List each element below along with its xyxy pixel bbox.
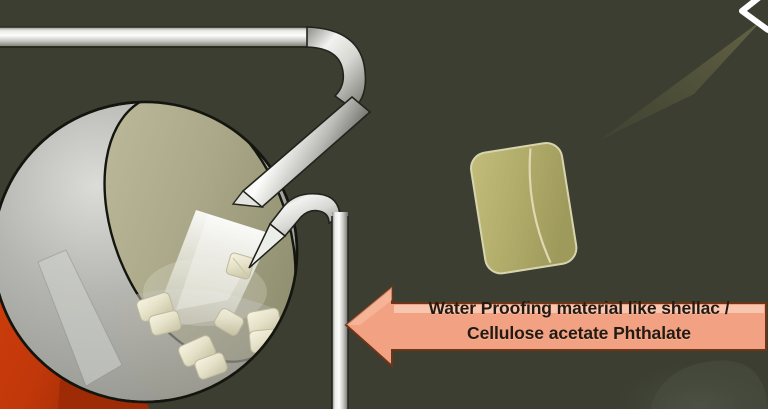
corner-chevron-icon[interactable] — [739, 0, 768, 33]
background-blob — [608, 359, 768, 409]
nozzle-tip-upper — [231, 189, 265, 208]
spray-supply-pipe — [0, 26, 372, 409]
coating-pan — [0, 100, 299, 404]
hot-air-beam — [600, 20, 762, 140]
pipe-vertical — [332, 212, 348, 409]
pan-translucent-band — [37, 249, 123, 387]
arrow-bevel-highlight — [394, 305, 764, 313]
pan-outline — [0, 100, 299, 404]
water-proofing-callout-arrow[interactable] — [344, 284, 767, 369]
pipe-horizontal-top — [0, 27, 312, 47]
arrow-head-highlight — [346, 287, 392, 325]
nozzle-tip-lower — [248, 222, 287, 269]
coated-tablet-closeup — [470, 142, 578, 275]
